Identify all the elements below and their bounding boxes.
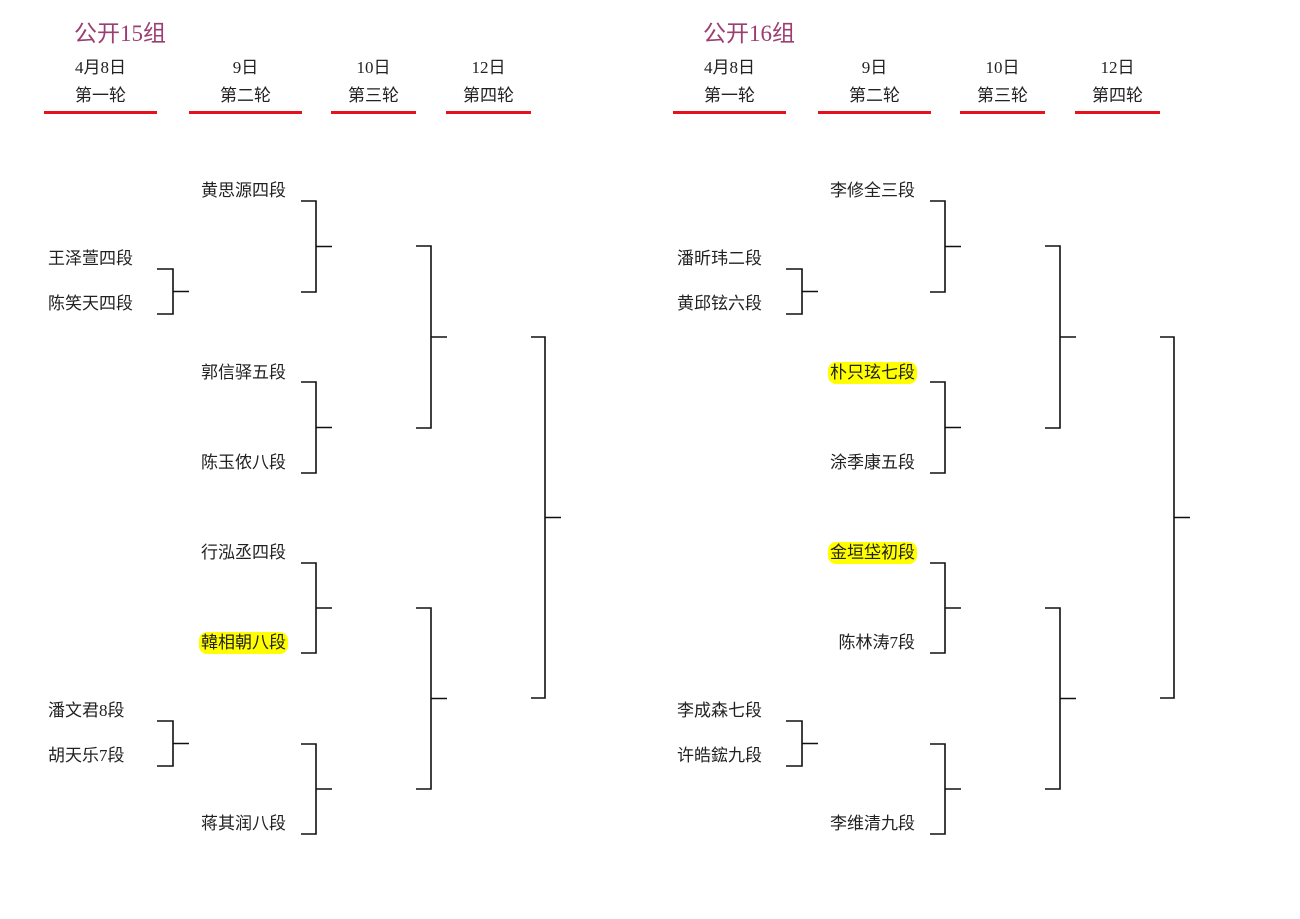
bracket-connector bbox=[786, 268, 818, 315]
round-header: 12日 第四轮 bbox=[1075, 54, 1160, 114]
round-header: 4月8日 第一轮 bbox=[44, 54, 157, 114]
bracket-connector bbox=[301, 743, 332, 835]
group-title: 公开16组 bbox=[703, 21, 795, 46]
round-underline bbox=[446, 111, 531, 114]
player-name-round2: 李维清九段 bbox=[830, 814, 915, 833]
player-name-round1: 黄邱铉六段 bbox=[677, 294, 762, 313]
round-label: 第三轮 bbox=[348, 86, 399, 105]
bracket-connector bbox=[1160, 336, 1190, 699]
round-header: 10日 第三轮 bbox=[960, 54, 1045, 114]
round-underline bbox=[960, 111, 1045, 114]
round-date: 12日 bbox=[1100, 58, 1135, 77]
player-name-round1: 许皓鋐九段 bbox=[677, 746, 762, 765]
player-name-round2: 陈林涛7段 bbox=[838, 633, 916, 652]
player-name-round2: 行泓丞四段 bbox=[201, 543, 286, 562]
bracket-lines bbox=[786, 200, 1190, 835]
player-name-round1: 李成森七段 bbox=[677, 701, 762, 720]
player-name-round2: 李修全三段 bbox=[830, 181, 915, 200]
round-date: 10日 bbox=[985, 58, 1020, 77]
bracket-connector bbox=[157, 720, 189, 767]
bracket-connector bbox=[1045, 607, 1076, 790]
bracket-connector bbox=[301, 562, 332, 654]
bracket-lines bbox=[157, 200, 561, 835]
round-header: 12日 第四轮 bbox=[446, 54, 531, 114]
round-underline bbox=[189, 111, 302, 114]
player-name-round2: 金垣垈初段 bbox=[828, 542, 917, 564]
round-label: 第二轮 bbox=[220, 86, 271, 105]
round-date: 9日 bbox=[232, 58, 259, 77]
round-header: 10日 第三轮 bbox=[331, 54, 416, 114]
group-title: 公开15组 bbox=[74, 21, 166, 46]
player-name-round2: 郭信驿五段 bbox=[201, 363, 286, 382]
bracket-connector bbox=[531, 336, 561, 699]
round-underline bbox=[44, 111, 157, 114]
bracket-group: 公开16组 4月8日 第一轮 9日 第二轮 10日 第三轮 12日 第四轮 潘昕玮… bbox=[629, 0, 1269, 919]
player-name-round2: 黄思源四段 bbox=[201, 181, 286, 200]
bracket-connector bbox=[1045, 245, 1076, 429]
round-date: 10日 bbox=[356, 58, 391, 77]
player-name-round2: 蒋其润八段 bbox=[201, 814, 286, 833]
round-label: 第三轮 bbox=[977, 86, 1028, 105]
round-date: 4月8日 bbox=[75, 58, 126, 77]
round-label: 第二轮 bbox=[849, 86, 900, 105]
round-header: 4月8日 第一轮 bbox=[673, 54, 786, 114]
round-label: 第一轮 bbox=[704, 86, 755, 105]
bracket-group: 公开15组 4月8日 第一轮 9日 第二轮 10日 第三轮 12日 第四轮 王泽萱… bbox=[0, 0, 640, 919]
round-header: 9日 第二轮 bbox=[818, 54, 931, 114]
bracket-connector bbox=[930, 200, 961, 293]
round-label: 第四轮 bbox=[1092, 86, 1143, 105]
round-date: 9日 bbox=[861, 58, 888, 77]
bracket-connector bbox=[157, 268, 189, 315]
round-underline bbox=[818, 111, 931, 114]
player-name-round2: 朴只玹七段 bbox=[828, 362, 917, 384]
player-name-round2: 涂季康五段 bbox=[830, 453, 915, 472]
round-label: 第四轮 bbox=[463, 86, 514, 105]
round-underline bbox=[331, 111, 416, 114]
bracket-connector bbox=[416, 245, 447, 429]
player-name-round2: 韓相朝八段 bbox=[199, 632, 288, 654]
bracket-connector bbox=[930, 562, 961, 654]
bracket-connector bbox=[786, 720, 818, 767]
bracket-connector bbox=[416, 607, 447, 790]
player-name-round1: 潘文君8段 bbox=[48, 701, 125, 720]
round-date: 4月8日 bbox=[704, 58, 755, 77]
round-label: 第一轮 bbox=[75, 86, 126, 105]
round-date: 12日 bbox=[471, 58, 506, 77]
round-underline bbox=[673, 111, 786, 114]
player-name-round1: 胡天乐7段 bbox=[48, 746, 125, 765]
player-name-round1: 潘昕玮二段 bbox=[677, 249, 762, 268]
bracket-connector bbox=[301, 381, 332, 474]
round-underline bbox=[1075, 111, 1160, 114]
player-name-round1: 陈笑天四段 bbox=[48, 294, 133, 313]
player-name-round1: 王泽萱四段 bbox=[48, 249, 133, 268]
player-name-round2: 陈玉侬八段 bbox=[201, 453, 286, 472]
bracket-connector bbox=[930, 381, 961, 474]
bracket-connector bbox=[930, 743, 961, 835]
round-header: 9日 第二轮 bbox=[189, 54, 302, 114]
bracket-connector bbox=[301, 200, 332, 293]
